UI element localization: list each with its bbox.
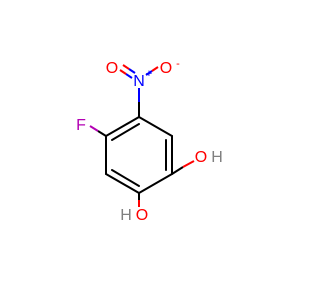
bond-c4-c5 <box>105 173 140 194</box>
benzene-ring <box>105 116 173 194</box>
nitrogen-plus-charge: + <box>146 68 152 80</box>
bond-n-o-left-b-blue <box>128 68 136 74</box>
bond-c-oh-right-carbon-half <box>171 166 184 175</box>
fluorine-label: F <box>76 117 86 134</box>
molecule-diagram: F N + O O - O H O H <box>76 58 223 224</box>
bond-c-f-fluorine-half <box>89 125 99 132</box>
nitrogen-label: N <box>133 73 145 90</box>
bond-c1-c2 <box>138 116 173 137</box>
oxygen-minus-charge: - <box>176 58 180 70</box>
bond-c4-c5-inner <box>111 169 140 187</box>
bond-c-oh-right-oxygen-half <box>182 160 195 168</box>
bond-c6-c1 <box>105 116 140 137</box>
bond-n-o-left-b-red <box>122 64 130 70</box>
bond-c-f-carbon-half <box>97 130 107 137</box>
oxygen-left-label: O <box>106 60 118 77</box>
hydroxyl-right-hydrogen: H <box>211 149 223 166</box>
structure-canvas: F N + O O - O H O H <box>76 58 223 224</box>
hydroxyl-bottom-oxygen: O <box>136 207 148 224</box>
bond-n-o-left-a-red <box>119 69 127 75</box>
bond-c6-c1-inner <box>111 123 140 141</box>
bond-n-o-right-blue <box>145 70 153 76</box>
bond-n-o-left-a-blue <box>125 73 133 79</box>
bond-n-o-right-red <box>151 66 159 72</box>
hydroxyl-bottom-hydrogen: H <box>120 207 132 224</box>
oxygen-right-label: O <box>160 60 172 77</box>
hydroxyl-right-oxygen: O <box>195 149 207 166</box>
bond-c3-c4 <box>138 173 173 194</box>
